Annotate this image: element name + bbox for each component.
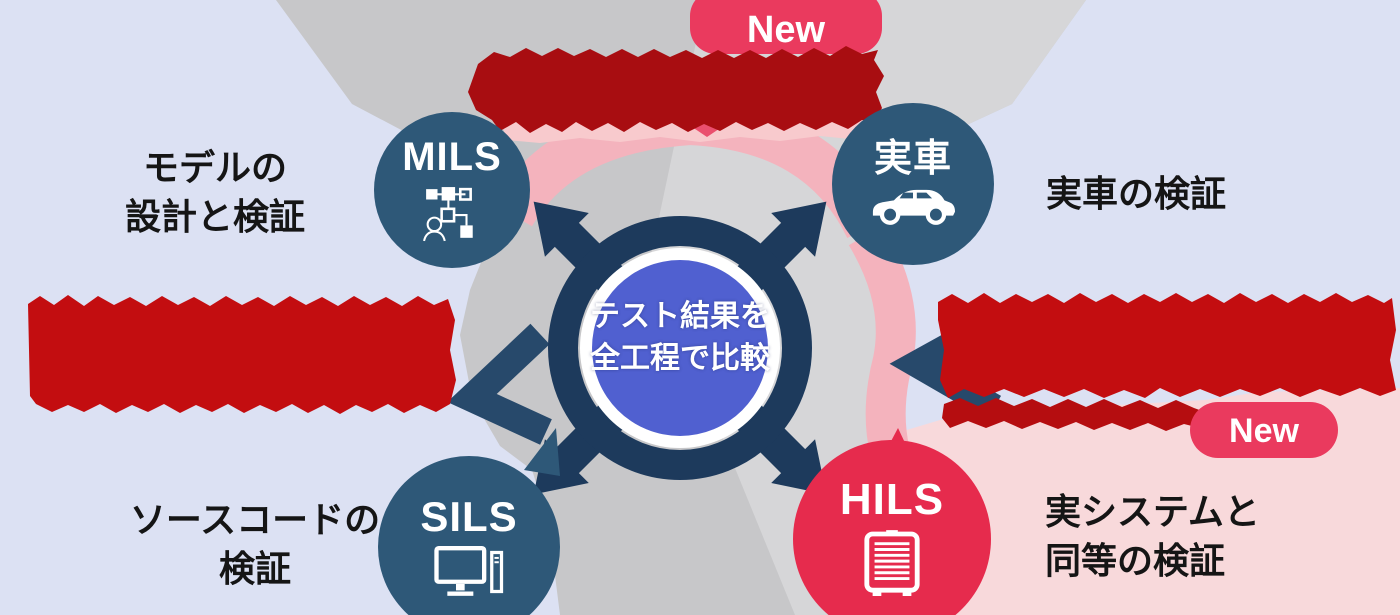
- label-real-system-line2: 同等の検証: [1045, 539, 1226, 581]
- node-sils-label: SILS: [420, 493, 518, 540]
- node-actual-vehicle-label: 実車: [873, 138, 952, 180]
- label-source-code-line2: 検証: [218, 547, 291, 589]
- new-badge-right: New: [1190, 402, 1338, 458]
- car-icon: [872, 189, 955, 225]
- node-mils-label: MILS: [402, 135, 502, 179]
- label-real-system: 実システムと 同等の検証: [1045, 488, 1260, 585]
- illegible-left-banner: [28, 295, 456, 414]
- center-navy-ring: [548, 216, 812, 480]
- node-sils: SILS: [378, 456, 560, 615]
- new-badge-top: New: [690, 0, 882, 54]
- center-circle-label: テスト結果を 全工程で比較: [550, 296, 810, 380]
- center-circle-line1: テスト結果を: [590, 300, 770, 333]
- node-hils: HILS: [793, 440, 991, 615]
- node-hils-label: HILS: [839, 475, 945, 524]
- illegible-right-banner: [938, 293, 1396, 398]
- new-badge-right-label: New: [1229, 412, 1299, 450]
- new-badge-top-label: New: [747, 9, 826, 51]
- label-source-code: ソースコードの 検証: [60, 496, 450, 593]
- desktop-computer-icon: [434, 546, 504, 596]
- illegible-heading-block: [468, 46, 884, 133]
- sils-bubble-tail: [524, 428, 560, 476]
- node-actual-vehicle: 実車: [832, 103, 994, 265]
- label-model-design-line1: モデルの: [142, 147, 287, 188]
- illegible-right-banner-line2: [942, 398, 1205, 431]
- test-rack-icon: [864, 530, 920, 596]
- label-source-code-line1: ソースコードの: [129, 499, 381, 540]
- label-vehicle-verification-line1: 実車の検証: [1046, 173, 1227, 214]
- label-real-system-line1: 実システムと: [1045, 491, 1260, 532]
- ribbon-right-arc: [848, 224, 916, 457]
- node-mils: MILS: [374, 112, 530, 268]
- label-model-design-line2: 設計と検証: [124, 195, 305, 237]
- center-blue-circle: [592, 260, 768, 436]
- label-model-design: モデルの 設計と検証: [40, 144, 390, 241]
- center-circle-line2: 全工程で比較: [590, 342, 770, 375]
- flowchart-person-icon: [423, 187, 473, 242]
- label-vehicle-verification: 実車の検証: [1046, 170, 1226, 219]
- left-chevron: [447, 323, 552, 445]
